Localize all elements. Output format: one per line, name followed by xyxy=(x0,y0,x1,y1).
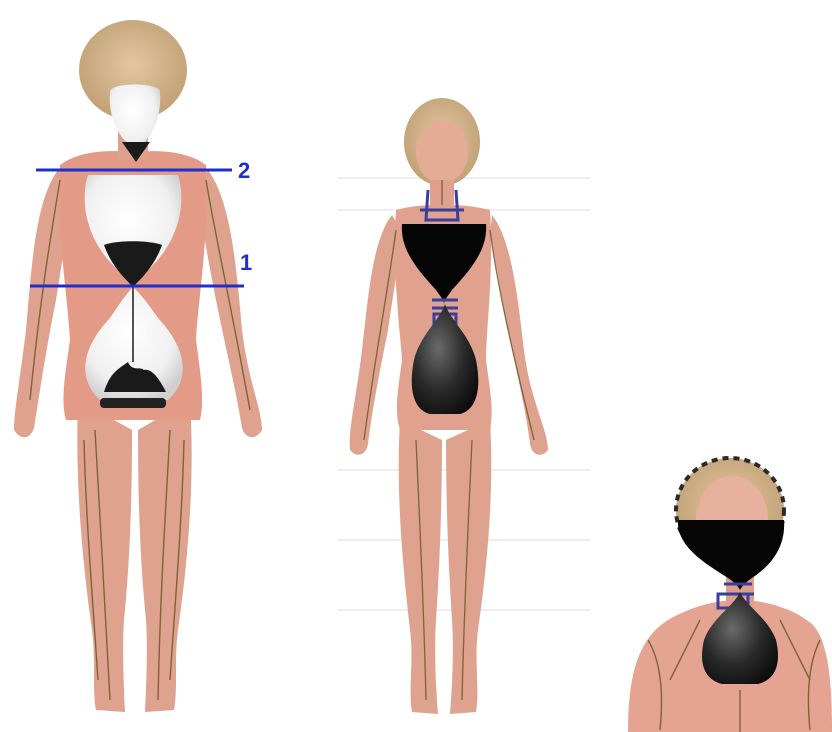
marker-label-1: 1 xyxy=(240,250,252,275)
marker-label-2: 2 xyxy=(238,158,250,183)
figure-left: 2 1 xyxy=(14,20,262,712)
left-leg xyxy=(77,400,132,712)
right-arm xyxy=(490,215,548,455)
hourglass-base xyxy=(100,398,166,408)
figure-middle xyxy=(338,98,590,714)
left-leg xyxy=(399,420,442,714)
face-hourglass-top xyxy=(110,85,160,151)
figure-right-bust xyxy=(628,458,832,732)
right-leg xyxy=(446,420,491,714)
hourglass-upper-solid xyxy=(678,520,784,590)
face xyxy=(416,120,468,184)
